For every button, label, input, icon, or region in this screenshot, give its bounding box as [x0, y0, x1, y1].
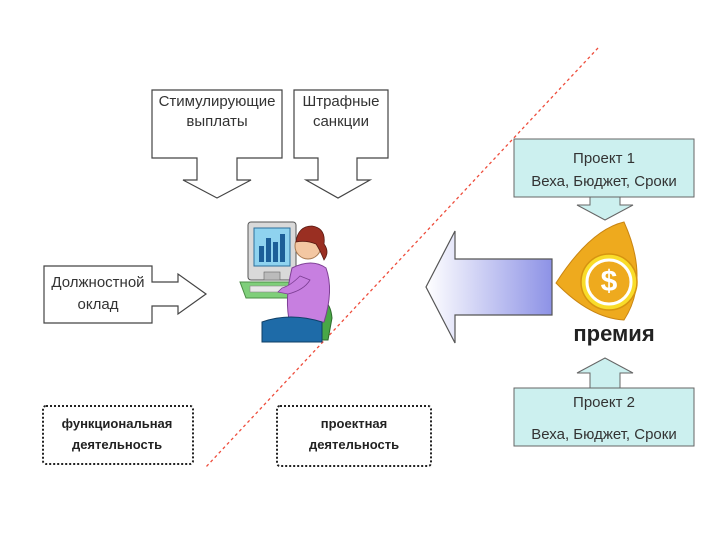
project-activity-label: проектная деятельность	[308, 416, 400, 452]
functional-activity-label: функциональная деятельность	[61, 416, 173, 452]
functional-activity-box	[42, 405, 194, 465]
project1-title: Проект 1	[573, 150, 635, 167]
dollar-symbol: $	[600, 265, 618, 298]
callout-penalty-text: Штрафные санкции	[302, 93, 380, 131]
project-activity-box	[276, 405, 432, 467]
project1-description: Веха, Бюджет, Сроки	[531, 173, 677, 190]
callout-oklad-text: Должностной оклад	[51, 274, 145, 313]
project2-description: Веха, Бюджет, Сроки	[531, 426, 677, 443]
project2-title: Проект 2	[573, 394, 635, 411]
bonus-label: премия	[573, 321, 655, 346]
callout-stimul-text: Стимулирующие выплаты	[158, 93, 276, 131]
